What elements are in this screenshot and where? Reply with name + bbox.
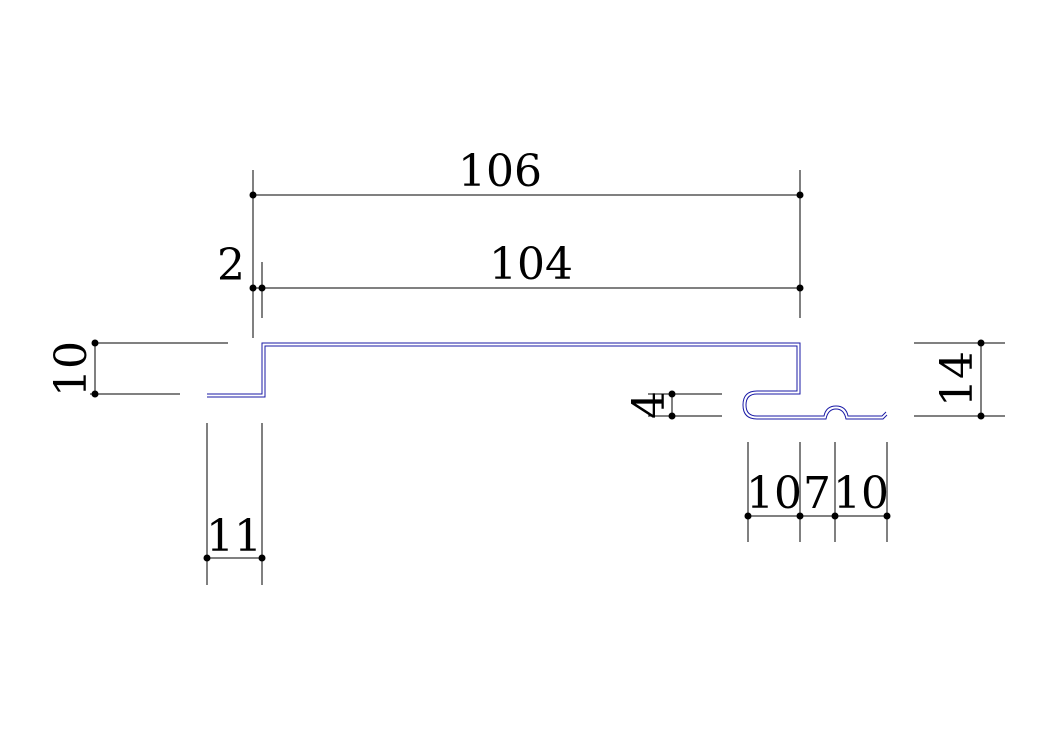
dimension-label-tail-width: 10 [833, 468, 889, 519]
dimension-left-height: 10 [46, 339, 228, 398]
profile-outer-line [207, 342, 887, 417]
dimension-inner-width: 104 2 [217, 239, 804, 318]
dimension-left-flange: 11 [203, 423, 266, 585]
dimension-label-inner-width: 104 [489, 239, 573, 290]
dimension-label-right-height: 14 [932, 351, 983, 407]
profile-section [207, 342, 888, 420]
dimension-hook-chain: 10 7 10 [744, 442, 891, 542]
dimension-overall-width: 106 [249, 146, 804, 338]
dimension-label-left-flange: 11 [206, 511, 262, 562]
dimension-label-hook-height: 4 [624, 391, 675, 419]
dimension-hook-height: 4 [624, 390, 722, 420]
dimension-label-groove-width: 7 [803, 468, 831, 519]
dimension-label-left-height: 10 [46, 341, 97, 397]
dimension-label-hook-width: 10 [746, 468, 802, 519]
dimension-label-lip-offset: 2 [217, 240, 245, 291]
dimension-label-overall-width: 106 [458, 146, 542, 197]
dimension-right-height: 14 [914, 339, 1005, 420]
profile-inner-line [207, 345, 888, 420]
